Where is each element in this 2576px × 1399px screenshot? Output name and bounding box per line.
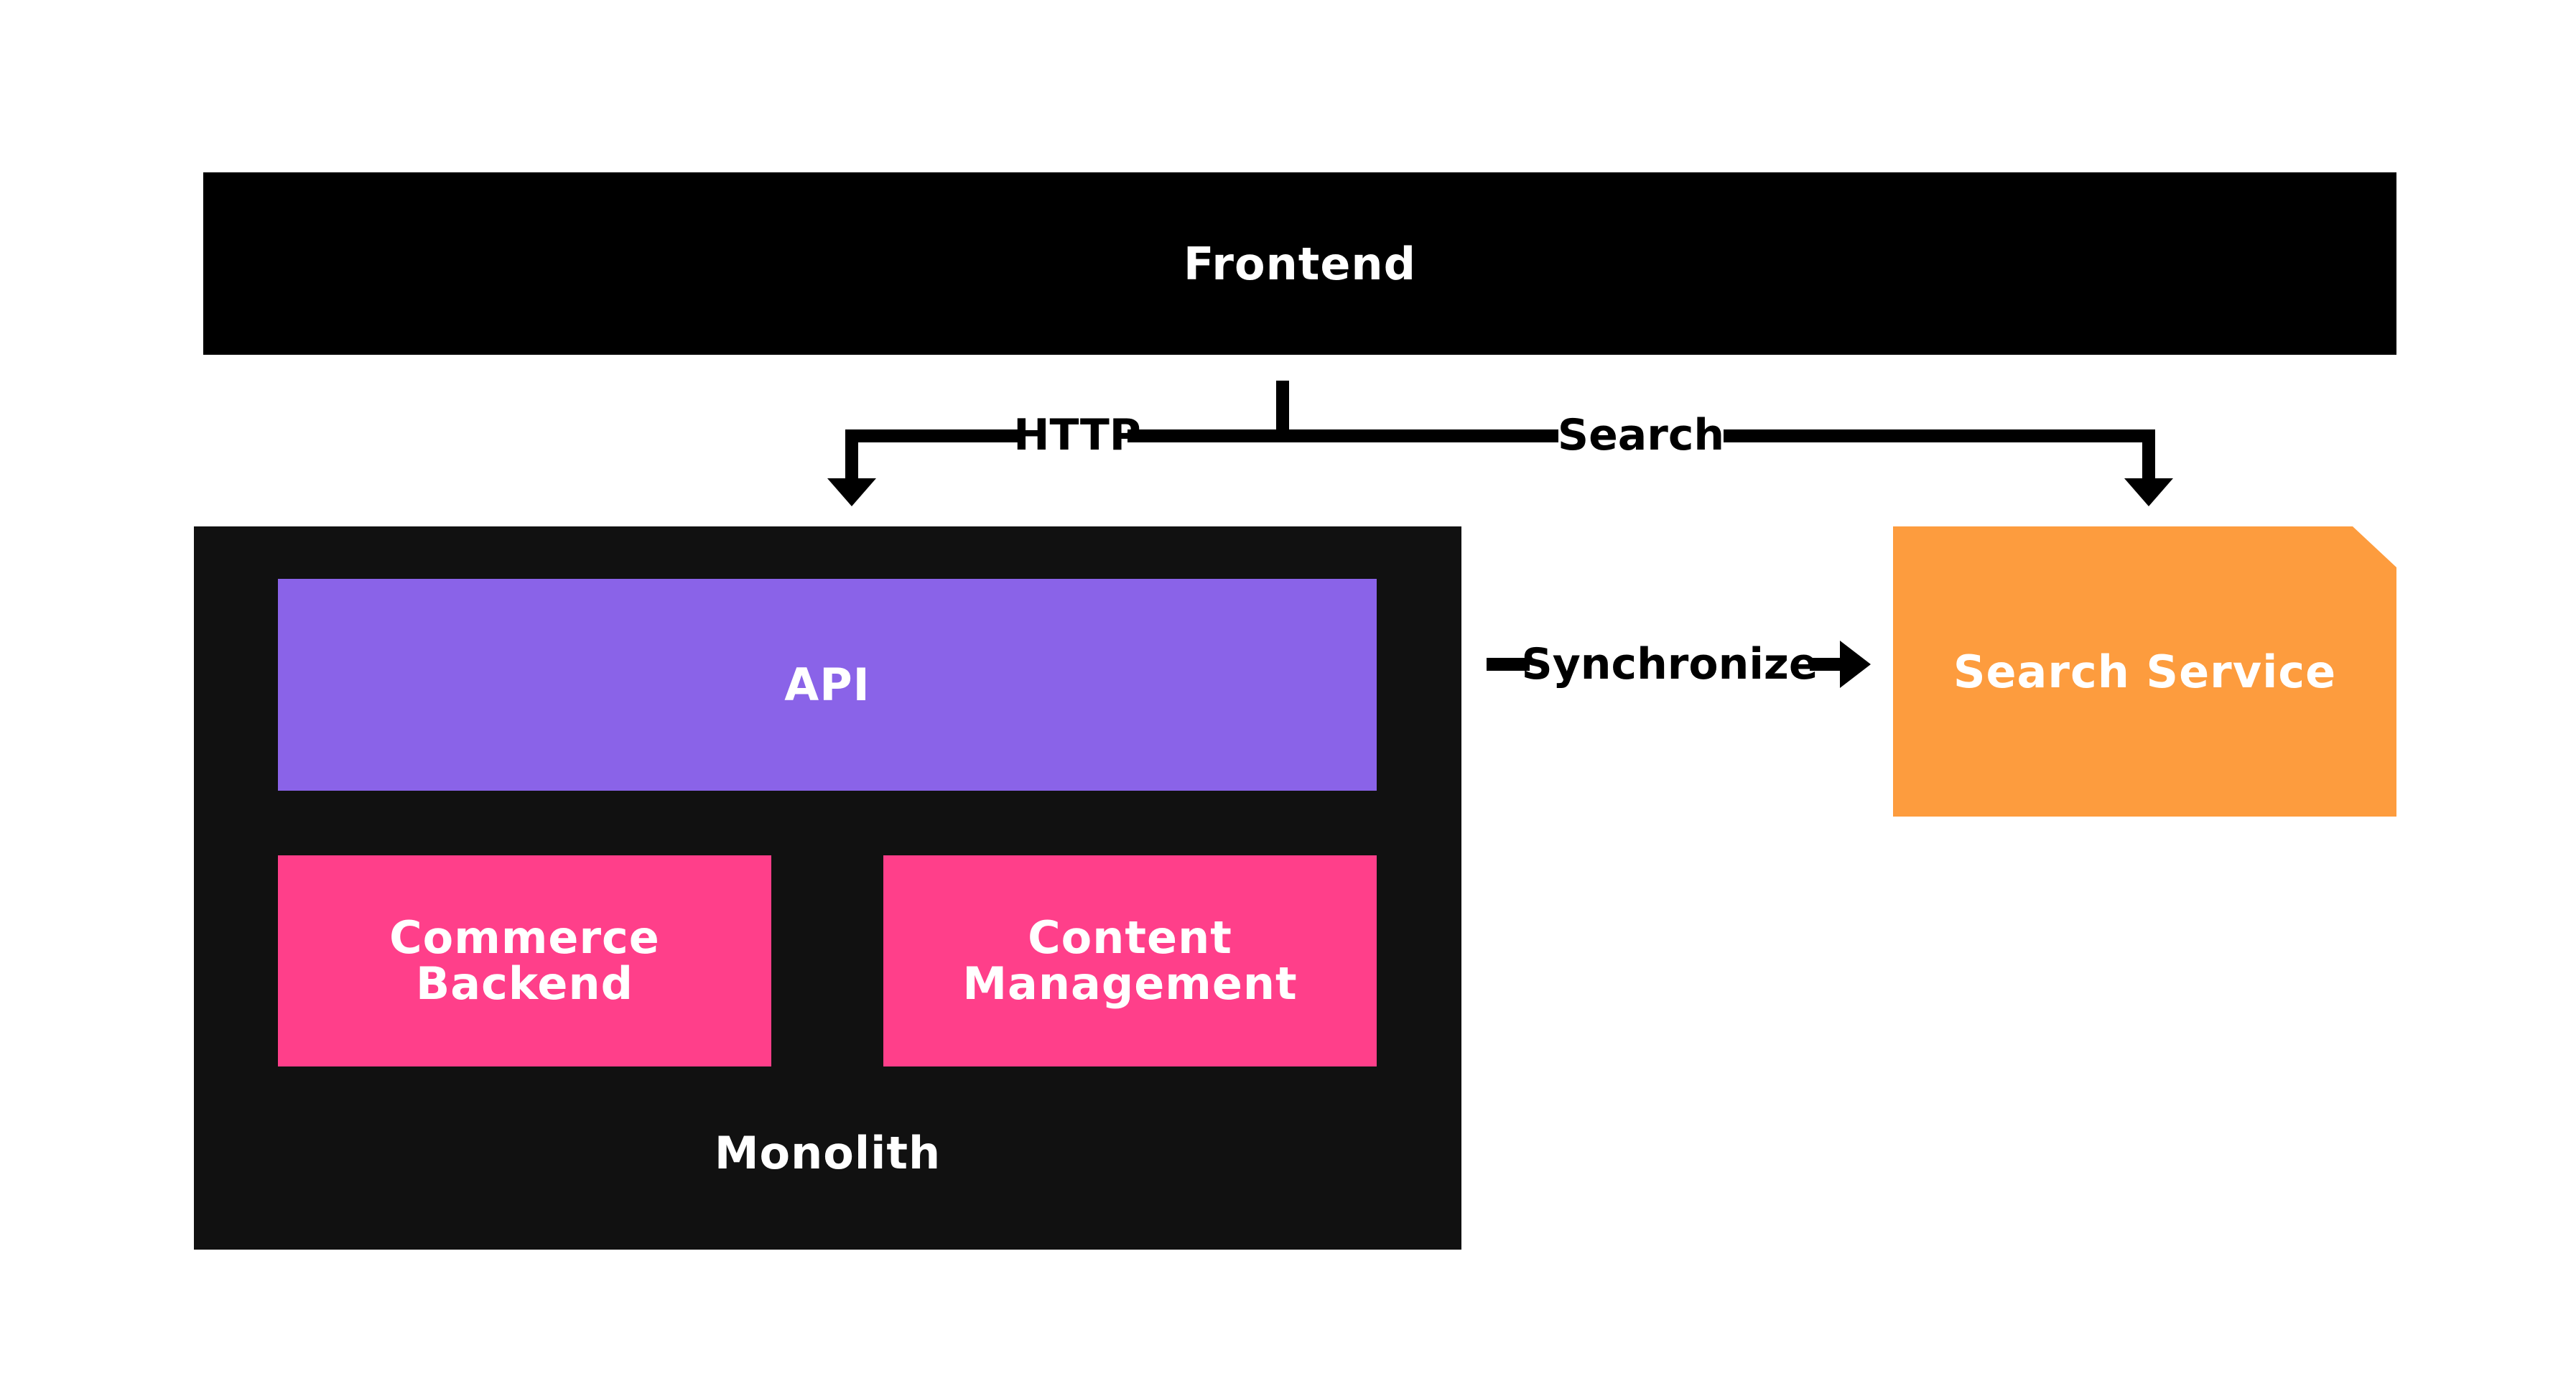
search-label: Search bbox=[1557, 410, 1725, 460]
synchronize-label: Synchronize bbox=[1521, 639, 1818, 689]
api-box: API bbox=[278, 579, 1377, 791]
sync-arrowhead bbox=[1840, 641, 1871, 688]
search-service-box: Search Service bbox=[1893, 526, 2396, 817]
search-service-label: Search Service bbox=[1953, 645, 2337, 698]
frontend-box: Frontend bbox=[203, 172, 2396, 355]
content-management-label: Content Management bbox=[962, 911, 1298, 1010]
http-label: HTTP bbox=[1013, 410, 1141, 460]
api-label: API bbox=[784, 659, 870, 711]
search-line-right bbox=[1724, 429, 2155, 483]
http-arrowhead bbox=[827, 478, 876, 506]
http-line-left bbox=[845, 429, 1023, 483]
frontend-label: Frontend bbox=[1184, 237, 1416, 290]
search-arrowhead bbox=[2124, 478, 2173, 506]
content-management-box: Content Management bbox=[883, 855, 1377, 1066]
monolith-label: Monolith bbox=[714, 1126, 941, 1179]
commerce-backend-label: Commerce Backend bbox=[389, 911, 660, 1010]
commerce-backend-box: Commerce Backend bbox=[278, 855, 771, 1066]
